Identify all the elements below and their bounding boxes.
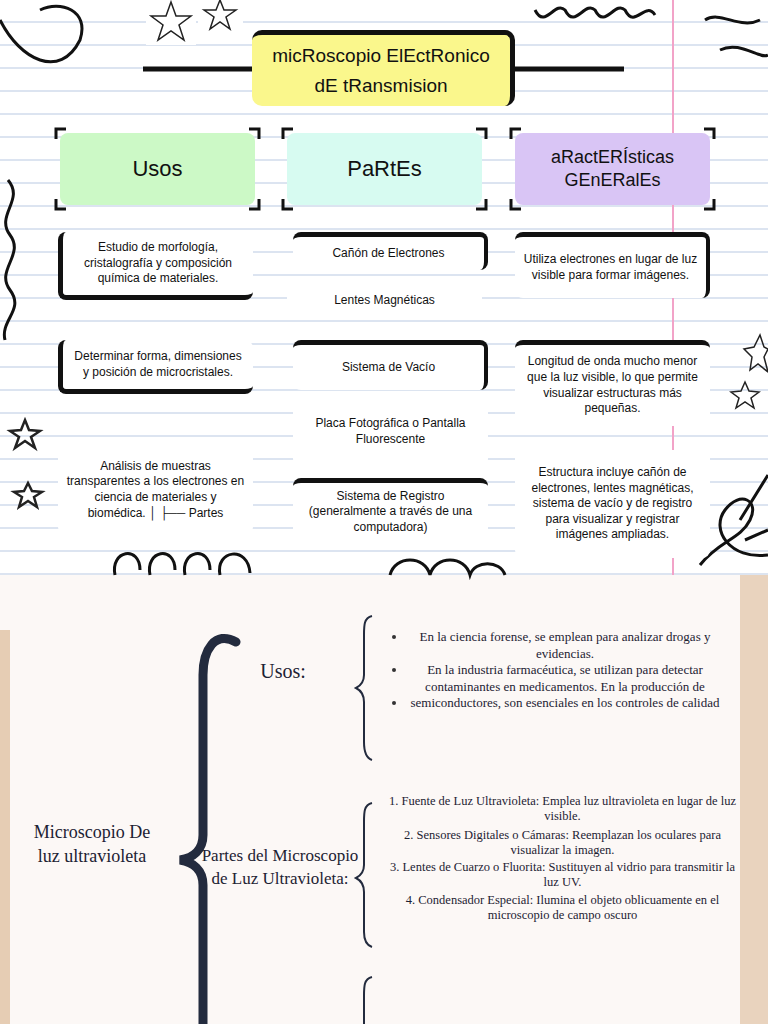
column-header: aRactERÍsticas GEnERalEs xyxy=(515,133,710,205)
column-header: PaRtEs xyxy=(287,133,482,205)
title-text: micRoscopio ElEctRonico dE tRansmision xyxy=(260,41,502,101)
box-text: Utiliza electrones en lugar de luz visib… xyxy=(523,252,698,283)
info-box: Sistema de Registro (generalmente a trav… xyxy=(293,478,488,541)
info-box: Lentes Magnéticas xyxy=(287,282,482,320)
box-text: Sistema de Vacío xyxy=(342,360,435,376)
info-box: Placa Fotográfica o Pantalla Fluorescent… xyxy=(293,397,488,467)
title-rule xyxy=(143,67,252,72)
box-text: Sistema de Registro (generalmente a trav… xyxy=(301,489,480,536)
list-item: En la ciencia forense, se emplean para a… xyxy=(400,629,730,662)
info-box: Cañón de Electrones xyxy=(293,232,488,270)
ruled-lines xyxy=(0,0,768,575)
info-box: Estudio de morfología, cristalografía y … xyxy=(58,232,253,300)
topic-label: Microscopio De luz ultravioleta xyxy=(22,820,162,869)
info-box: Sistema de Vacío xyxy=(293,340,488,390)
header-text: Usos xyxy=(132,155,182,184)
box-text: Estudio de morfología, cristalografía y … xyxy=(71,240,245,287)
header-text: aRactERÍsticas GEnERalEs xyxy=(525,146,700,193)
brackets xyxy=(180,616,372,1024)
side-strip xyxy=(0,630,10,1024)
box-text: Estructura incluye cañón de electrones, … xyxy=(523,465,702,543)
header-text: PaRtEs xyxy=(347,155,422,184)
box-text: Determinar forma, dimensiones y posición… xyxy=(71,349,245,380)
bottom-sheet xyxy=(0,575,768,1024)
bullets xyxy=(392,635,396,705)
stars xyxy=(10,0,768,507)
section-label: Usos: xyxy=(238,658,328,684)
list-item: 2. Sensores Digitales o Cámaras: Reempla… xyxy=(385,828,740,858)
list-item: 3. Lentes de Cuarzo o Fluorita: Sustituy… xyxy=(385,860,740,890)
section-label: Partes del Microscopio de Luz Ultraviole… xyxy=(200,845,360,891)
box-text: Análisis de muestras transparentes a los… xyxy=(66,459,245,521)
info-box: Estructura incluye cañón de electrones, … xyxy=(515,450,710,558)
title-rule xyxy=(515,67,624,72)
box-text: Cañón de Electrones xyxy=(332,246,444,262)
info-box: Utiliza electrones en lugar de luz visib… xyxy=(515,232,710,298)
paper xyxy=(0,0,768,575)
info-box: Análisis de muestras transparentes a los… xyxy=(58,445,253,535)
list-item: 4. Condensador Especial: Ilumina el obje… xyxy=(385,893,740,923)
box-text: Lentes Magnéticas xyxy=(334,293,435,309)
scribbles xyxy=(0,6,768,575)
list-item: En la industria farmacéutica, se utiliza… xyxy=(400,662,730,712)
column-header: Usos xyxy=(60,133,255,205)
side-strip xyxy=(740,575,768,1024)
info-box: Determinar forma, dimensiones y posición… xyxy=(58,340,253,394)
list-item: 1. Fuente de Luz Ultravioleta: Emplea lu… xyxy=(385,794,740,824)
title-box: micRoscopio ElEctRonico dE tRansmision xyxy=(252,30,515,106)
box-text: Longitud de onda mucho menor que la luz … xyxy=(523,354,702,416)
info-box: Longitud de onda mucho menor que la luz … xyxy=(515,340,710,426)
box-text: Placa Fotográfica o Pantalla Fluorescent… xyxy=(301,416,480,447)
